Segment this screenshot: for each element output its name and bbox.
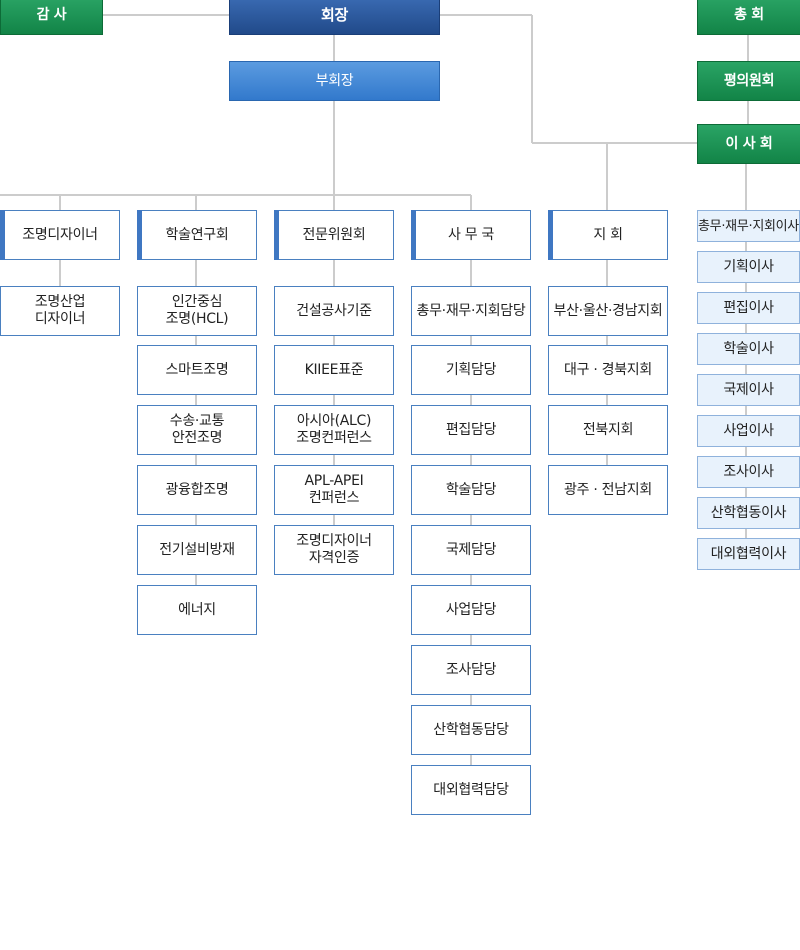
header-label: 지 회: [593, 226, 623, 243]
research-item: 광융합조명: [137, 465, 257, 515]
branch-header: 지 회: [548, 210, 668, 260]
designer-header: 조명디자이너: [0, 210, 120, 260]
board-member-item: 조사이사: [697, 456, 800, 488]
board-member-item: 산학협동이사: [697, 497, 800, 529]
president-box: 회장: [229, 0, 440, 35]
header-accent-bar: [548, 210, 553, 260]
secretariat-item: 대외협력담당: [411, 765, 531, 815]
board-member-item: 편집이사: [697, 292, 800, 324]
secretariat-item: 기획담당: [411, 345, 531, 395]
board-member-item: 대외협력이사: [697, 538, 800, 570]
secretariat-item: 총무·재무·지회담당: [411, 286, 531, 336]
header-accent-bar: [137, 210, 142, 260]
research-item: 인간중심 조명(HCL): [137, 286, 257, 336]
header-accent-bar: [274, 210, 279, 260]
general-assembly-box: 총 회: [697, 0, 800, 35]
board-member-item: 사업이사: [697, 415, 800, 447]
committee-item: KIIEE표준: [274, 345, 394, 395]
board-member-item: 총무·재무·지회이사: [697, 210, 800, 242]
research-header: 학술연구회: [137, 210, 257, 260]
branch-item: 부산·울산·경남지회: [548, 286, 668, 336]
research-item: 스마트조명: [137, 345, 257, 395]
header-label: 전문위원회: [302, 226, 366, 243]
secretariat-item: 사업담당: [411, 585, 531, 635]
committee-item: APL-APEI 컨퍼런스: [274, 465, 394, 515]
header-accent-bar: [0, 210, 5, 260]
auditor-box: 감 사: [0, 0, 103, 35]
committee-header: 전문위원회: [274, 210, 394, 260]
research-item: 에너지: [137, 585, 257, 635]
header-accent-bar: [411, 210, 416, 260]
board-box: 이 사 회: [697, 124, 800, 164]
secretariat-item: 편집담당: [411, 405, 531, 455]
secretariat-item: 조사담당: [411, 645, 531, 695]
vice-president-box: 부회장: [229, 61, 440, 101]
secretariat-header: 사 무 국: [411, 210, 531, 260]
header-label: 조명디자이너: [22, 226, 98, 243]
committee-item: 조명디자이너 자격인증: [274, 525, 394, 575]
branch-item: 전북지회: [548, 405, 668, 455]
committee-item: 건설공사기준: [274, 286, 394, 336]
branch-item: 광주 · 전남지회: [548, 465, 668, 515]
secretariat-item: 학술담당: [411, 465, 531, 515]
header-label: 학술연구회: [165, 226, 229, 243]
committee-item: 아시아(ALC) 조명컨퍼런스: [274, 405, 394, 455]
branch-item: 대구 · 경북지회: [548, 345, 668, 395]
council-box: 평의원회: [697, 61, 800, 101]
board-member-item: 기획이사: [697, 251, 800, 283]
research-item: 수송·교통 안전조명: [137, 405, 257, 455]
board-member-item: 학술이사: [697, 333, 800, 365]
secretariat-item: 산학협동담당: [411, 705, 531, 755]
designer-item: 조명산업 디자이너: [0, 286, 120, 336]
research-item: 전기설비방재: [137, 525, 257, 575]
board-member-item: 국제이사: [697, 374, 800, 406]
header-label: 사 무 국: [447, 226, 495, 243]
secretariat-item: 국제담당: [411, 525, 531, 575]
